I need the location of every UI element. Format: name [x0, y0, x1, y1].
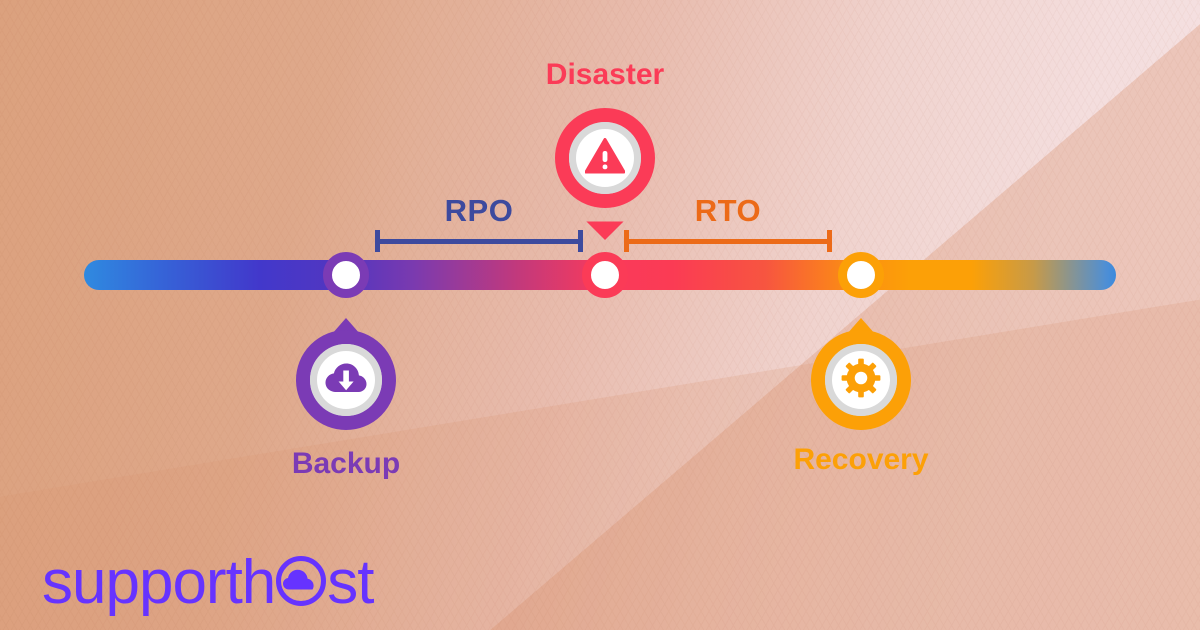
gear-icon — [841, 358, 881, 403]
backup-caption: Backup — [291, 447, 401, 480]
backup-marker-inner-ring — [310, 344, 382, 416]
disaster-marker-inner-ring — [569, 122, 641, 194]
supporthost-logo[interactable]: supporth st — [42, 548, 375, 617]
timeline-node-recovery[interactable] — [838, 252, 884, 298]
rto-bracket — [624, 230, 832, 252]
recovery-marker-ring — [811, 330, 911, 430]
recovery-caption: Recovery — [793, 443, 929, 476]
rpo-bracket-cap-right — [578, 230, 583, 252]
recovery-marker-core — [832, 351, 890, 409]
rpo-bracket-rule — [375, 239, 583, 244]
disaster-caption: Disaster — [545, 58, 665, 91]
warning-triangle-icon — [584, 137, 626, 179]
rto-bracket-rule — [624, 239, 832, 244]
cloud-download-icon — [324, 362, 368, 399]
cloud-in-circle-icon — [275, 555, 327, 612]
backup-marker[interactable] — [288, 318, 404, 450]
timeline-node-backup[interactable] — [323, 252, 369, 298]
background-left-shade — [0, 0, 420, 630]
backup-marker-ring — [296, 330, 396, 430]
logo-text-after: st — [327, 548, 374, 617]
rpo-bracket — [375, 230, 583, 252]
rpo-label: RPO — [444, 193, 514, 228]
disaster-marker-ring — [555, 108, 655, 208]
rto-label: RTO — [694, 193, 762, 228]
recovery-marker-inner-ring — [825, 344, 897, 416]
backup-marker-core — [317, 351, 375, 409]
timeline-node-disaster[interactable] — [582, 252, 628, 298]
rto-bracket-cap-right — [827, 230, 832, 252]
recovery-marker[interactable] — [803, 318, 919, 450]
disaster-marker-core — [576, 129, 634, 187]
disaster-marker[interactable] — [547, 108, 663, 240]
logo-text-before: supporth — [42, 548, 276, 617]
